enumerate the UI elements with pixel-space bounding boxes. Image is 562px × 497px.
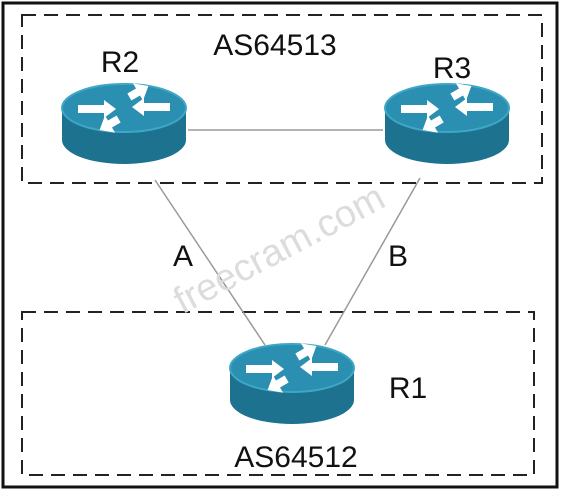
link-a-label: A — [173, 240, 193, 273]
outer-frame — [1, 1, 559, 489]
as64512-boundary — [21, 311, 535, 476]
link-b-label: B — [388, 240, 408, 273]
router-r2-icon[interactable] — [61, 76, 187, 165]
router-r3-icon[interactable] — [384, 76, 510, 165]
router-r3-label: R3 — [433, 52, 471, 85]
router-r1-icon[interactable] — [229, 336, 355, 425]
link-b — [324, 177, 421, 346]
as64513-label: AS64513 — [213, 29, 336, 62]
router-r1-label: R1 — [389, 372, 427, 405]
as64512-label: AS64512 — [234, 441, 357, 474]
link-a — [154, 179, 266, 346]
as64513-boundary — [21, 14, 543, 184]
router-r2-label: R2 — [101, 46, 139, 79]
